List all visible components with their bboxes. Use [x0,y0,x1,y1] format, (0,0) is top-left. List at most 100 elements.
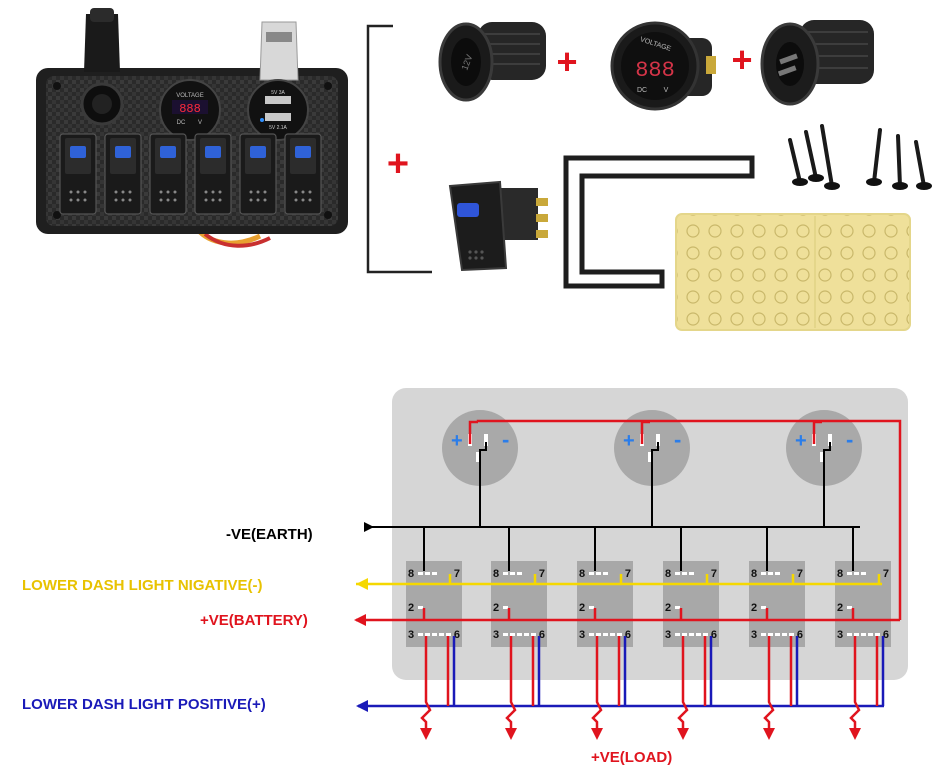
terminal-pin [820,452,824,462]
terminal-pin [596,572,601,575]
terminal-number: 7 [797,568,803,580]
accessory-gasket [563,155,755,289]
terminal-pin [476,452,480,462]
screw-2 [804,130,818,180]
battery-bus-top [476,419,902,620]
terminal-number: 8 [665,568,671,580]
panel-rocker-switches [59,133,322,215]
terminal-pin [675,633,680,636]
terminal-pin [603,572,608,575]
load-label: +VE(LOAD) [591,749,672,766]
plus-sign: + [731,39,752,80]
svg-text:5V 3A: 5V 3A [271,90,285,96]
terminal-pin [510,572,515,575]
terminal-pin [648,452,652,462]
terminal-pin [775,572,780,575]
terminal-pin [696,633,701,636]
terminal-number: 7 [711,568,717,580]
terminal-pin [847,572,852,575]
accessory-sticker-sheet [675,213,911,331]
terminal-number: 8 [751,568,757,580]
terminal-number: 3 [837,629,843,641]
terminal-number: 7 [539,568,545,580]
battery-arrow [354,614,366,626]
terminal-number: 3 [579,629,585,641]
dash-positive-arrow [356,700,368,712]
terminal-pin [656,434,660,446]
load-arrow [677,728,689,740]
accessory-bracket: + [366,24,432,274]
screw-4 [872,128,882,184]
terminal-pin [682,633,687,636]
negative-terminal-sign: - [674,427,681,452]
terminal-pin [418,606,423,609]
load-arrow [763,728,775,740]
terminal-pin [603,633,608,636]
load-arrow [420,728,432,740]
panel-usb-charger: 5V 3A 5V 2.1A [247,21,309,141]
terminal-number: 2 [493,602,499,614]
load-arrow [505,728,517,740]
earth-label: -VE(EARTH) [226,526,313,543]
terminal-number: 6 [883,629,889,641]
load-wire-switch [591,636,603,728]
terminal-pin [503,606,508,609]
rocker-switch-2 [491,561,547,647]
panel-voltmeter: VOLTAGE 888 DC V [159,79,221,141]
terminal-pin [517,633,522,636]
terminal-pin [524,633,529,636]
terminal-number: 8 [579,568,585,580]
terminal-pin [761,606,766,609]
dash-negative-label: LOWER DASH LIGHT NIGATIVE(-) [22,577,263,594]
rocker-switch-6 [835,561,891,647]
terminal-pin [854,633,859,636]
positive-terminal-sign: + [795,430,807,452]
terminal-pin [484,434,488,446]
panel-voltmeter-label: VOLTAGE [176,93,203,99]
terminal-pin [531,633,536,636]
panel-rocker-light [205,146,221,158]
accessory-usb-socket [760,20,874,106]
terminal-number: 2 [579,602,585,614]
terminal-number: 6 [539,629,545,641]
negative-terminal-sign: - [846,427,853,452]
terminal-pin [418,572,423,575]
screw-5 [896,134,902,188]
terminal-pin [861,572,866,575]
terminal-pin [868,633,873,636]
terminal-pin [828,434,832,446]
terminal-number: 3 [408,629,414,641]
terminal-pin [675,606,680,609]
terminal-number: 3 [665,629,671,641]
positive-terminal-sign: + [623,430,635,452]
terminal-pin [703,633,708,636]
voltmeter-digits: 888 [635,58,675,83]
panel-rocker-light [115,146,131,158]
load-wire-switch [763,636,775,728]
panel-rocker-light [70,146,86,158]
terminal-number: 6 [797,629,803,641]
terminal-number: 6 [454,629,460,641]
accessory-circle-2 [614,410,690,486]
load-arrow [849,728,861,740]
terminal-pin [503,572,508,575]
screw-1 [788,138,802,184]
accessory-circle-3 [786,410,862,486]
terminal-pin [847,633,852,636]
terminal-number: 2 [751,602,757,614]
positive-terminal-sign: + [451,430,463,452]
terminal-pin [861,633,866,636]
terminal-pin [761,572,766,575]
negative-terminal-sign: - [502,427,509,452]
load-wire-switch [849,636,861,728]
terminal-pin [682,572,687,575]
rocker-switch-5 [749,561,805,647]
terminal-pin [589,572,594,575]
terminal-pin [425,572,430,575]
wiring-lines [354,419,902,740]
terminal-number: 6 [711,629,717,641]
load-wire-switch [420,636,432,728]
terminal-pin [782,633,787,636]
screw-6 [914,140,926,188]
